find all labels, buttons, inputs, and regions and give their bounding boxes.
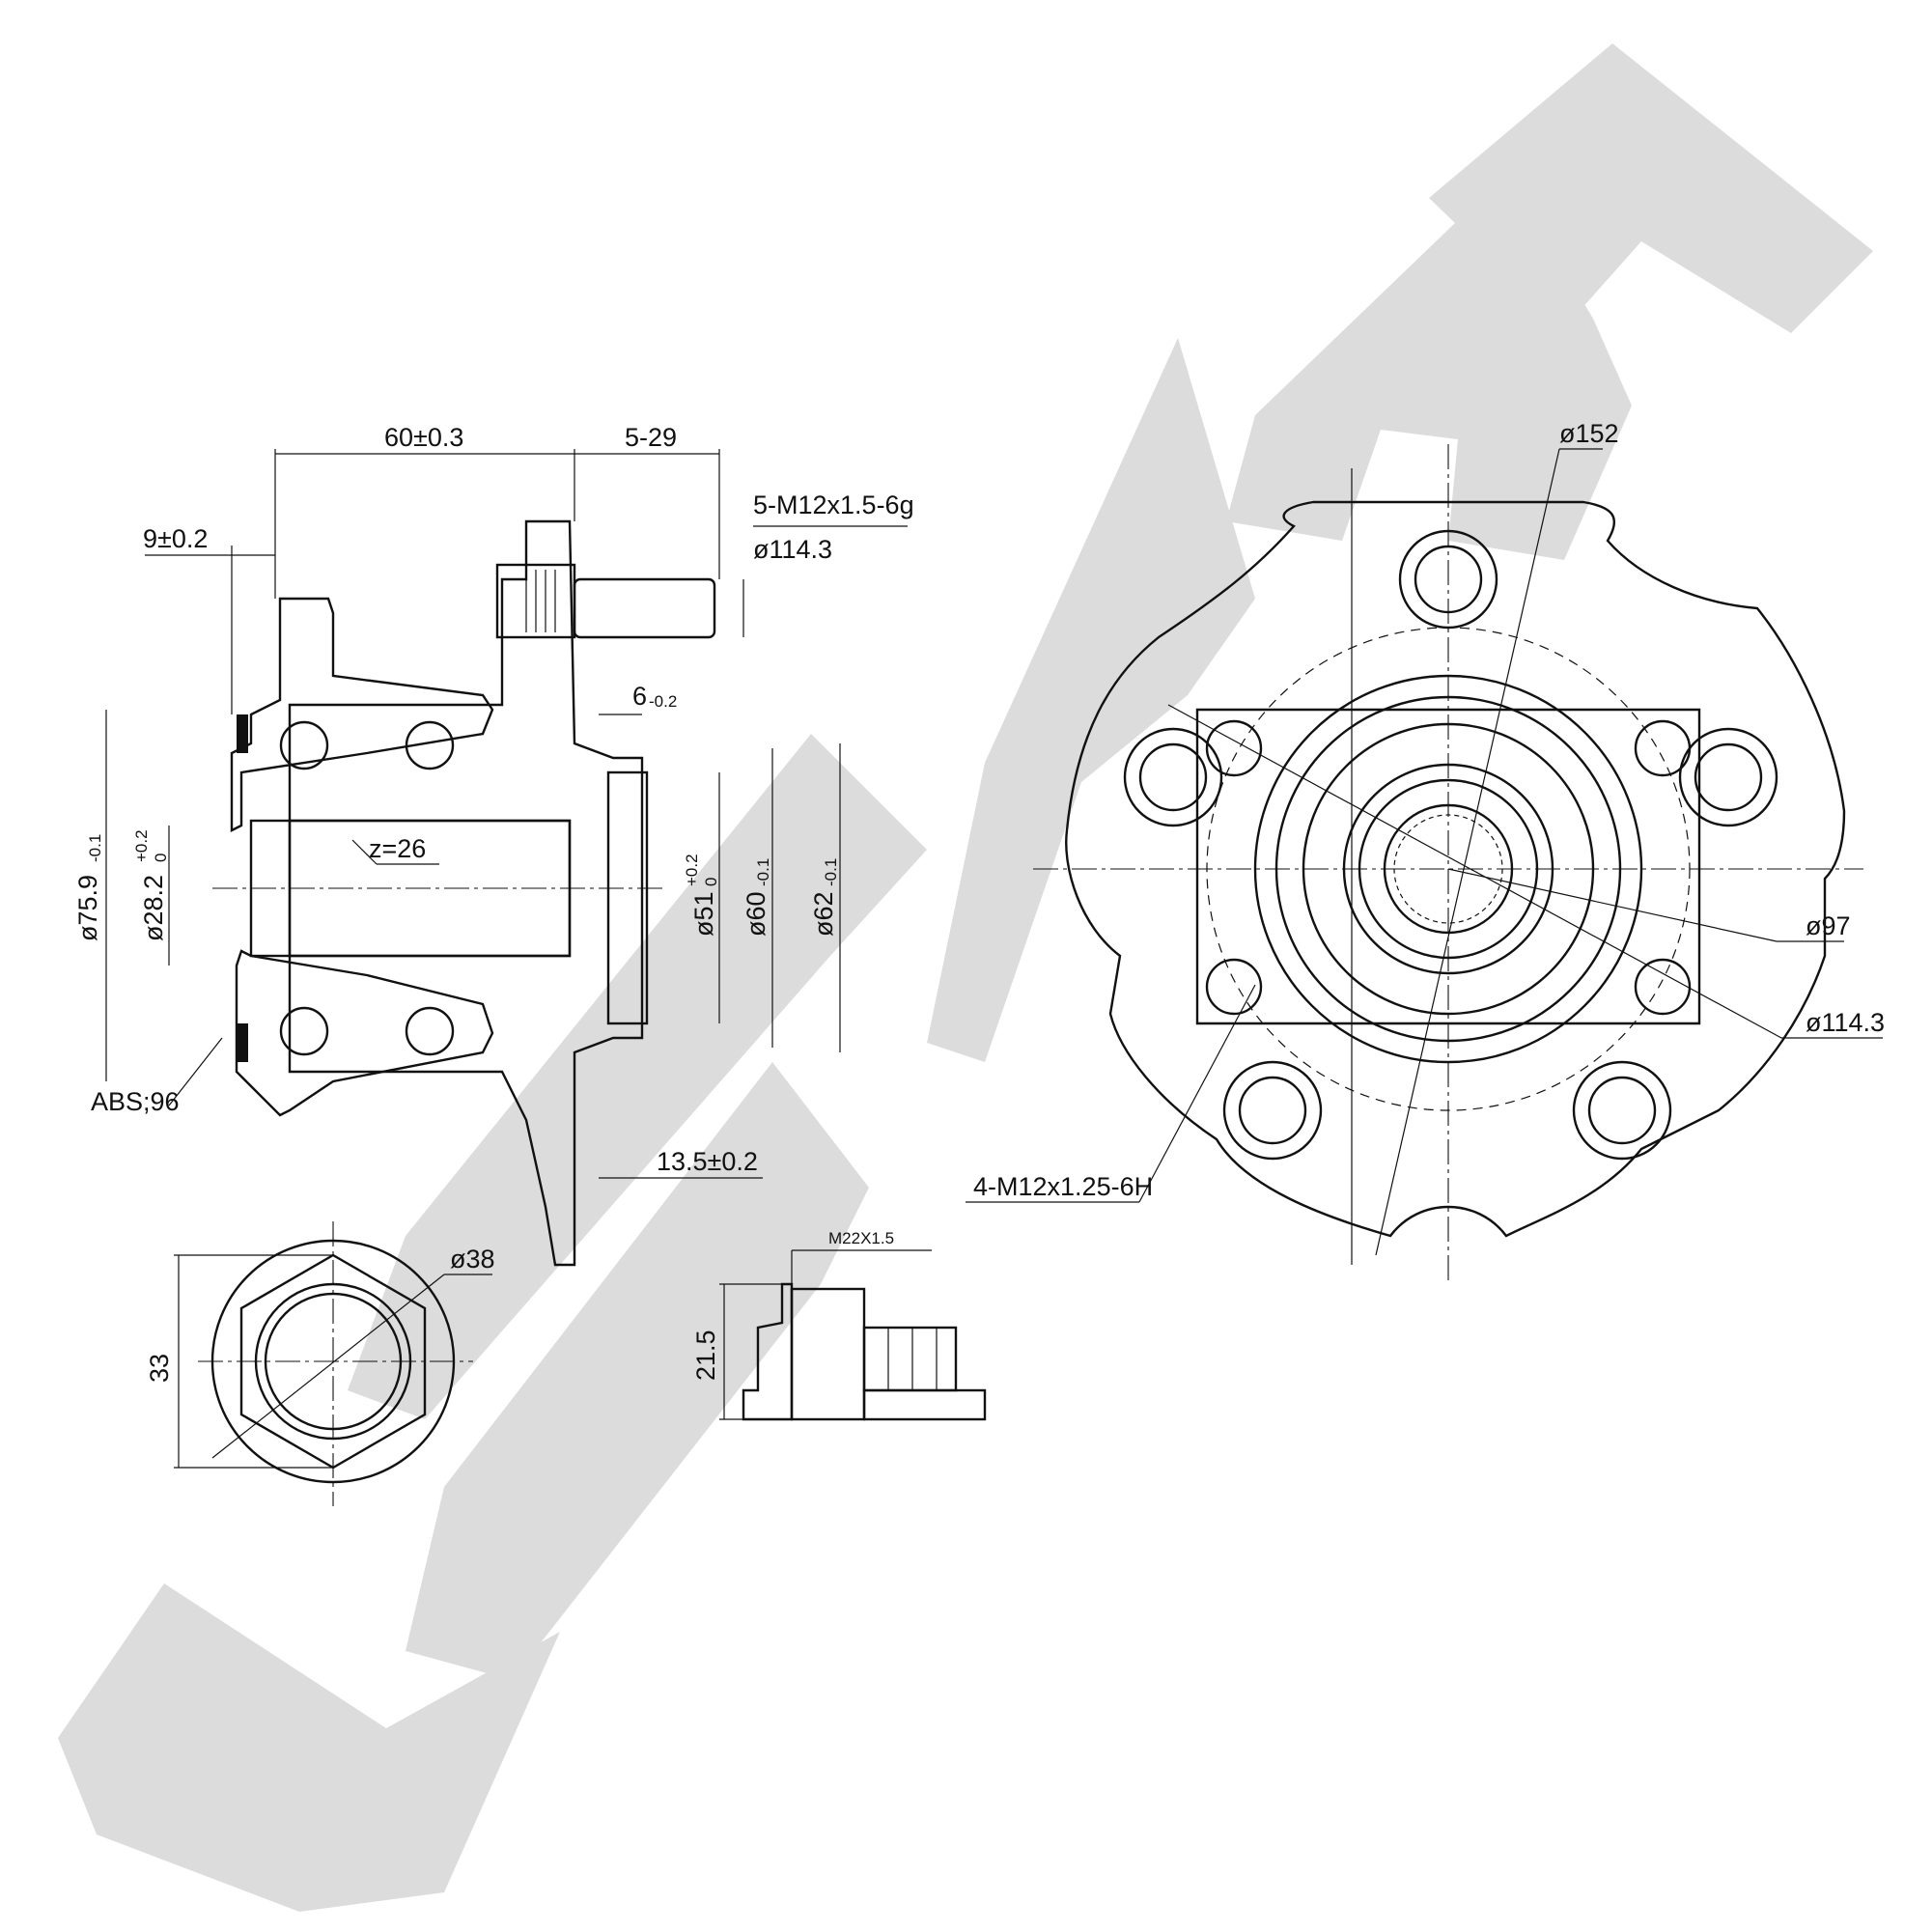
dim-bore-dia: ø28.2 [139,875,168,941]
hub-ring [1253,674,1643,1064]
dim-pilot-depth: 6 [632,682,647,711]
nut-hex-side [862,1326,958,1392]
hub-ring [1302,722,1595,1016]
nut-side-view: M22X1.5 21.5 [691,1229,987,1421]
hub-ring [1342,763,1554,975]
nut-top-view: ø38 33 [145,1221,495,1506]
nut-bore [254,1282,412,1441]
dim-stud-pcd: ø114.3 [753,535,832,564]
mount-hole [1634,958,1692,1016]
watermark-logo [58,43,1873,1912]
nut-flange-base [862,1388,987,1421]
dim-stud-thread: 5-M12x1.5-6g [753,490,914,519]
stud-hole [1694,742,1763,812]
spline-outer [1383,803,1514,935]
dim-dia-62-tol: -0.1 [822,858,840,886]
spline-inner [1393,814,1503,924]
dim-flange-offset: 13.5±0.2 [657,1147,758,1176]
dim-bore-tol-lower: 0 [152,854,170,862]
pilot [606,770,649,1025]
mount-hole [1205,719,1263,777]
dim-stud-range: 5-29 [625,423,677,452]
stud-hole [1238,1076,1307,1145]
mount-hole [1205,958,1263,1016]
front-view: ø152 ø97 ø114.3 4-M12x1.25-6H [966,419,1885,1284]
dim-pilot-tol-upper: +0.2 [683,854,701,886]
dim-spline-teeth: z=26 [369,834,426,863]
abs-ring-upper [237,714,248,753]
pcd-circle [1206,627,1691,1111]
mount-hole [1634,719,1692,777]
stud-hole [1678,727,1778,827]
stud-hole [1572,1060,1672,1161]
stud-hole [1587,1076,1657,1145]
hub-flange [288,519,644,1267]
dim-dia-62: ø62 [809,891,838,937]
dim-seat-dia: ø38 [450,1245,495,1274]
dim-outer-dia: ø75.9 [73,875,102,941]
abs-label: ABS;96 [91,1087,180,1116]
nut-seat [210,1239,456,1484]
bearing-ball [405,720,455,770]
hub-flange-outline [1065,500,1846,1238]
stud-hole [1414,545,1483,614]
stud-bosses [1123,529,1778,1161]
nut-body [790,1287,866,1421]
bearing-ball [279,1006,329,1056]
dim-dia-60-tol: -0.1 [754,858,772,886]
upper-housing [230,597,494,832]
dim-outer-dia-tol: -0.1 [86,834,104,862]
dim-bore-tol-upper: +0.2 [132,829,151,862]
dim-nut-thread: M22X1.5 [828,1229,894,1247]
section-view: 60±0.3 5-29 9±0.2 5-M12x1.5-6g ø114.3 6 … [73,423,914,1267]
dim-width: 60±0.3 [384,423,463,452]
stud-hole [1123,727,1223,827]
dim-pilot-dia: ø51 [689,891,718,937]
stud-hole [1222,1060,1323,1161]
dim-abs-offset: 9±0.2 [143,524,208,553]
dim-dia-97: ø97 [1806,911,1851,940]
bearing-body [1195,708,1701,1025]
dim-nut-height: 21.5 [691,1330,720,1381]
bearing-ball [405,1006,455,1056]
abs-ring-lower [237,1023,248,1062]
stud-hole [1138,742,1208,812]
dim-flange-dia: ø152 [1559,419,1619,448]
dim-pcd-114: ø114.3 [1806,1008,1885,1037]
dim-width-across: 33 [145,1354,174,1383]
dim-dia-60: ø60 [742,891,770,937]
dim-pilot-tol-lower: 0 [702,878,720,886]
bearing-ball [279,720,329,770]
lower-housing [235,949,494,1117]
hub-ring [1358,778,1539,960]
dim-pilot-depth-tol: -0.2 [649,692,677,711]
dim-mount-thread: 4-M12x1.25-6H [973,1172,1153,1201]
hub-ring [1274,695,1622,1043]
